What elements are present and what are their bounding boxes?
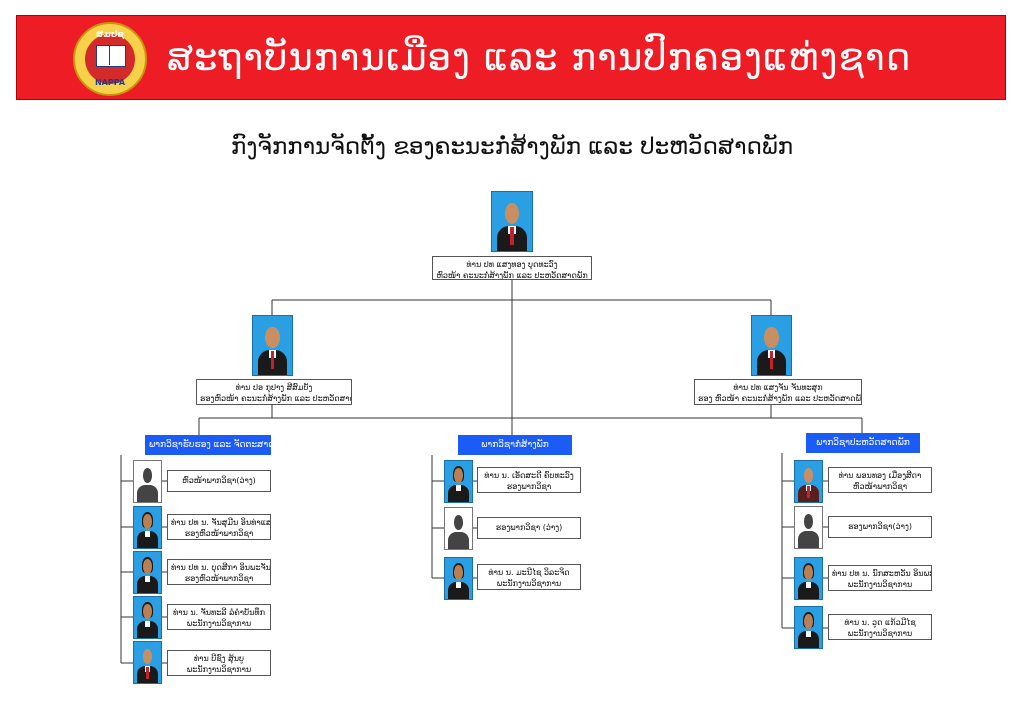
member-right-1-line2: ຫົວໜ້າພາກວິຊາ — [852, 482, 908, 491]
nappa-logo: ສມປຊ NAPPA — [73, 22, 147, 96]
member-left-5-photo — [133, 641, 162, 684]
member-right-1-namebox: ທ່ານ ພອນທອງ ເມືອງສີດາ ຫົວໜ້າພາກວິຊາ — [828, 467, 932, 493]
member-left-2-namebox: ທ່ານ ປທ ນ. ຈັນສຸມີນ ອິນທ່າແສງ ຮອງຫົວໜ້າພ… — [167, 514, 271, 540]
member-left-1-namebox: ຫົວໜ້າພາກວິຊາ(ວ່າງ) — [167, 470, 271, 492]
member-left-2-line1: ທ່ານ ປທ ນ. ຈັນສຸມີນ ອິນທ່າແສງ — [171, 518, 271, 527]
member-center-1-line1: ທ່ານ ນ. ເອັດສະດີ ຄົບທະວົງ — [484, 471, 574, 480]
head-role: ຫົວໜ້າ ຄະນະກໍ່ສ້າງພັກ ແລະ ປະຫວັດສາດພັກ — [436, 271, 588, 280]
member-left-3-line2: ຮອງຫົວໜ້າພາກວິຊາ — [184, 574, 254, 583]
member-center-3-photo — [444, 557, 473, 600]
dept-header-center: ພາກວິຊາກໍ່ສ້າງພັກ — [458, 435, 572, 455]
deputy-left-name: ທ່ານ ປອ ກຸປາງ ສີສົມບັງ — [235, 383, 313, 392]
deputy-left-role: ຮອງຫົວໜ້າ ຄະນະກໍ່ສ້າງພັກ ແລະ ປະຫວັດສາດພັ… — [200, 394, 352, 403]
member-right-2-photo — [794, 506, 823, 549]
member-center-2-line1: ຮອງພາກວິຊາ (ວ່າງ) — [495, 523, 563, 532]
head-name: ທ່ານ ປທ ແສງທອງ ບຸດທະວົງ — [466, 260, 558, 269]
book-icon — [96, 45, 126, 67]
member-right-3-line2: ພະນັກງານວິຊາການ — [847, 580, 913, 589]
institution-title: ສະຖາບັນການເມືອງ ແລະ ການປົກຄອງແຫ່ງຊາດ — [167, 36, 912, 79]
dept-header-left: ພາກວິຊາຮັບຮອງ ແລະ ຈັດຕະສາດ — [145, 435, 271, 455]
logo-top-text: ສມປຊ — [95, 30, 125, 40]
deputy-right-role: ຮອງ ຫົວໜ້າ ຄະນະກໍ່ສ້າງພັກ ແລະ ປະຫວັດສາດພ… — [698, 394, 862, 403]
member-left-3-line1: ທ່ານ ປທ ນ. ບຸດສີກາ ອິນພະຈັນ — [171, 563, 271, 572]
member-center-3-line1: ທ່ານ ນ. ມະນີໄຊ ວິລະຈິດ — [488, 568, 570, 577]
member-left-4-line2: ພະນັກງານວິຊາການ — [186, 619, 252, 628]
deputy-right-namebox: ທ່ານ ປທ ແສງຈັນ ຈັນທະສຸກ ຮອງ ຫົວໜ້າ ຄະນະກ… — [694, 379, 862, 405]
member-left-3-namebox: ທ່ານ ປທ ນ. ບຸດສີກາ ອິນພະຈັນ ຮອງຫົວໜ້າພາກ… — [167, 559, 271, 585]
deputy-left-photo — [252, 315, 293, 376]
member-center-3-line2: ພະນັກງານວິຊາການ — [496, 579, 562, 588]
member-center-1-namebox: ທ່ານ ນ. ເອັດສະດີ ຄົບທະວົງ ຮອງພາກວິຊາ — [477, 467, 581, 493]
member-left-5-namebox: ທ່ານ ບີຊົງ ສຸ້ນບູ ພະນັກງານວິຊາການ — [167, 650, 271, 676]
head-photo — [491, 191, 533, 252]
member-left-4-namebox: ທ່ານ ນ. ຈັນທະລີ ລໍຄຳບັນທຶກ ພະນັກງານວິຊາກ… — [167, 604, 271, 630]
member-center-1-line2: ຮອງພາກວິຊາ — [506, 482, 552, 491]
member-right-1-line1: ທ່ານ ພອນທອງ ເມືອງສີດາ — [838, 471, 922, 480]
head-namebox: ທ່ານ ປທ ແສງທອງ ບຸດທະວົງ ຫົວໜ້າ ຄະນະກໍ່ສ້… — [432, 256, 592, 280]
member-left-4-line1: ທ່ານ ນ. ຈັນທະລີ ລໍຄຳບັນທຶກ — [173, 608, 265, 617]
member-left-2-photo — [133, 506, 162, 549]
member-right-4-line2: ພະນັກງານວິຊາການ — [847, 629, 913, 638]
chart-title: ກົງຈັກການຈັດຕັ້ງ ຂອງຄະນະກໍ່ສ້າງພັກ ແລະ ປ… — [230, 134, 794, 160]
deputy-left-namebox: ທ່ານ ປອ ກຸປາງ ສີສົມບັງ ຮອງຫົວໜ້າ ຄະນະກໍ່… — [196, 379, 352, 405]
member-right-4-photo — [794, 606, 823, 649]
deputy-right-name: ທ່ານ ປທ ແສງຈັນ ຈັນທະສຸກ — [733, 383, 823, 392]
member-right-4-line1: ທ່ານ ນ. ວູດ ແກ້ວມີໄຊ — [844, 618, 916, 627]
member-left-1-photo — [133, 460, 162, 503]
member-right-3-photo — [794, 557, 823, 600]
member-left-2-line2: ຮອງຫົວໜ້າພາກວິຊາ — [184, 529, 254, 538]
member-center-2-namebox: ຮອງພາກວິຊາ (ວ່າງ) — [477, 517, 581, 539]
member-left-1-line1: ຫົວໜ້າພາກວິຊາ(ວ່າງ) — [182, 476, 256, 485]
dept-header-right: ພາກວິຊາປະຫວັດສາດພັກ — [806, 433, 920, 453]
member-left-4-photo — [133, 596, 162, 639]
member-right-1-photo — [794, 460, 823, 503]
member-left-3-photo — [133, 551, 162, 594]
deputy-right-photo — [751, 315, 792, 376]
member-right-2-namebox: ຮອງພາກວິຊາ(ວ່າງ) — [828, 516, 932, 538]
member-left-5-line1: ທ່ານ ບີຊົງ ສຸ້ນບູ — [193, 654, 245, 663]
member-left-5-line2: ພະນັກງານວິຊາການ — [186, 665, 252, 674]
member-right-3-namebox: ທ່ານ ປທ ນ. ນົກສະຫວັນ ອິນພະທອນ ພະນັກງານວິ… — [828, 565, 932, 591]
logo-bottom-text: NAPPA — [94, 78, 126, 87]
member-right-3-line1: ທ່ານ ປທ ນ. ນົກສະຫວັນ ອິນພະທອນ — [832, 569, 931, 578]
member-right-4-namebox: ທ່ານ ນ. ວູດ ແກ້ວມີໄຊ ພະນັກງານວິຊາການ — [828, 614, 932, 640]
member-center-1-photo — [444, 460, 473, 503]
header-banner: ສມປຊ NAPPA ສະຖາບັນການເມືອງ ແລະ ການປົກຄອງ… — [16, 15, 1006, 100]
member-center-2-photo — [444, 507, 473, 550]
member-right-2-line1: ຮອງພາກວິຊາ(ວ່າງ) — [848, 522, 912, 531]
book-spine — [109, 46, 110, 65]
member-center-3-namebox: ທ່ານ ນ. ມະນີໄຊ ວິລະຈິດ ພະນັກງານວິຊາການ — [477, 564, 581, 590]
